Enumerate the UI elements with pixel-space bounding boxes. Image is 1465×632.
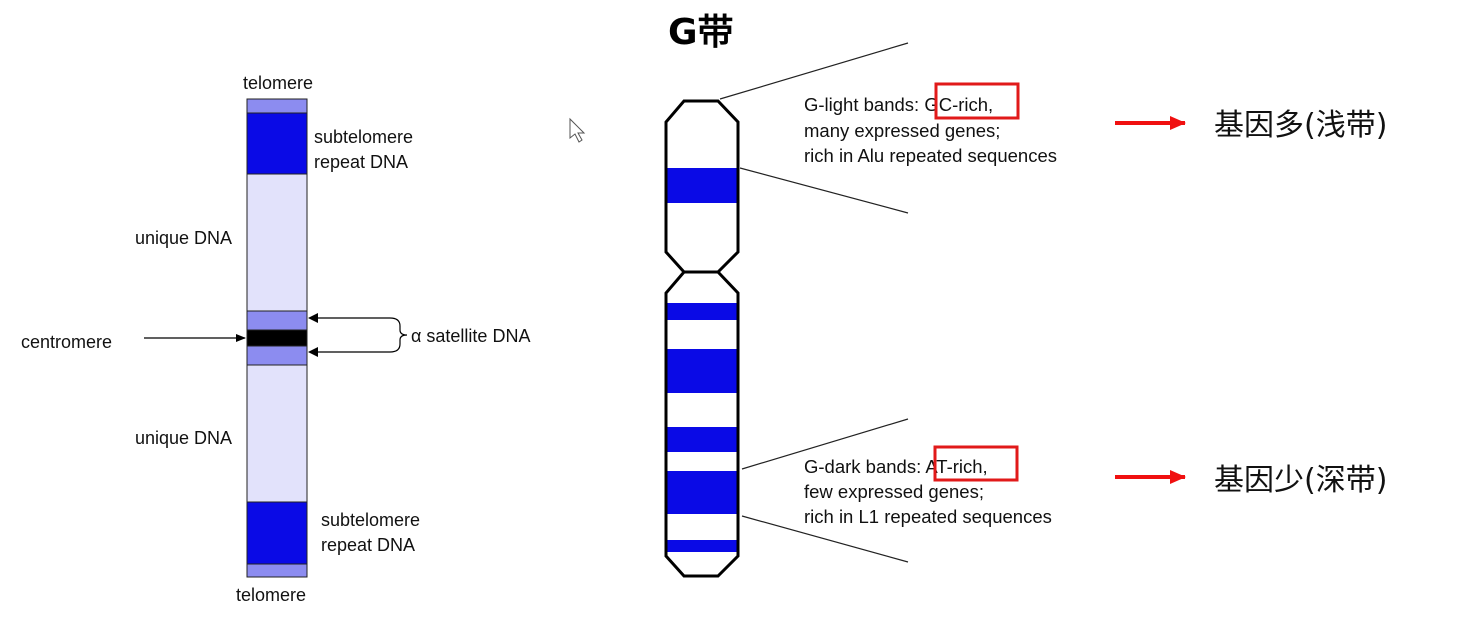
g-light-description: G-light bands: GC-rich, many expressed g…: [804, 82, 1057, 166]
label-telomere-top: telomere: [243, 73, 313, 93]
g-dark-line3: rich in L1 repeated sequences: [804, 506, 1052, 527]
zoom-line: [741, 418, 909, 470]
alpha-satellite-bracket: [308, 313, 408, 357]
alpha-satellite-top-segment: [246, 310, 308, 331]
at-rich-highlight-box: [933, 445, 1019, 482]
zoom-line: [741, 515, 909, 563]
g-dark-label: G-dark bands: AT-rich,: [804, 456, 988, 477]
band-dark: [666, 303, 738, 320]
g-light-label: G-light bands: GC-rich,: [804, 94, 993, 115]
g-dark-description: G-dark bands: AT-rich, few expressed gen…: [804, 445, 1052, 527]
at-rich-highlight-text: AT-rich,: [925, 456, 987, 477]
label-alpha-satellite: α satellite DNA: [411, 326, 530, 346]
dark-band-result: 基因少(深带): [1214, 463, 1387, 498]
zoom-line: [719, 42, 909, 100]
telomere-top-segment: [246, 98, 308, 114]
linear-chromosome-diagram: telomere subtelomere repeat DNA unique D…: [21, 73, 530, 605]
band-dark: [666, 168, 738, 203]
unique-dna-bottom-segment: [246, 364, 308, 503]
label-subtelomere-bottom-2: repeat DNA: [321, 535, 415, 555]
g-light-line3: rich in Alu repeated sequences: [804, 145, 1057, 166]
label-unique-dna-bottom: unique DNA: [135, 428, 232, 448]
label-telomere-bottom: telomere: [236, 585, 306, 605]
band-dark: [666, 427, 738, 452]
chromosome-lower-arm-outline: [664, 270, 740, 578]
unique-dna-top-segment: [246, 173, 308, 312]
label-subtelomere-top-2: repeat DNA: [314, 152, 408, 172]
telomere-bottom-segment: [246, 563, 308, 578]
g-dark-line2: few expressed genes;: [804, 481, 984, 502]
band-dark: [666, 540, 738, 552]
subtelomere-top-segment: [246, 112, 308, 175]
subtelomere-bottom-segment: [246, 501, 308, 565]
centromere-segment: [246, 329, 308, 347]
label-subtelomere-bottom-1: subtelomere: [321, 510, 420, 530]
gc-rich-highlight-box: [934, 82, 1020, 120]
band-dark: [666, 349, 738, 393]
alpha-satellite-bottom-segment: [246, 345, 308, 366]
light-band-result: 基因多(浅带): [1214, 108, 1387, 143]
g-banded-chromosome: [664, 99, 740, 578]
label-unique-dna-top: unique DNA: [135, 228, 232, 248]
mouse-cursor-icon: [569, 117, 586, 143]
band-dark: [666, 471, 738, 514]
zoom-line: [739, 167, 909, 214]
g-light-line2: many expressed genes;: [804, 120, 1000, 141]
page-title: G带: [668, 12, 734, 53]
label-subtelomere-top-1: subtelomere: [314, 127, 413, 147]
gc-rich-highlight-text: GC-rich,: [924, 94, 993, 115]
label-centromere: centromere: [21, 332, 112, 352]
